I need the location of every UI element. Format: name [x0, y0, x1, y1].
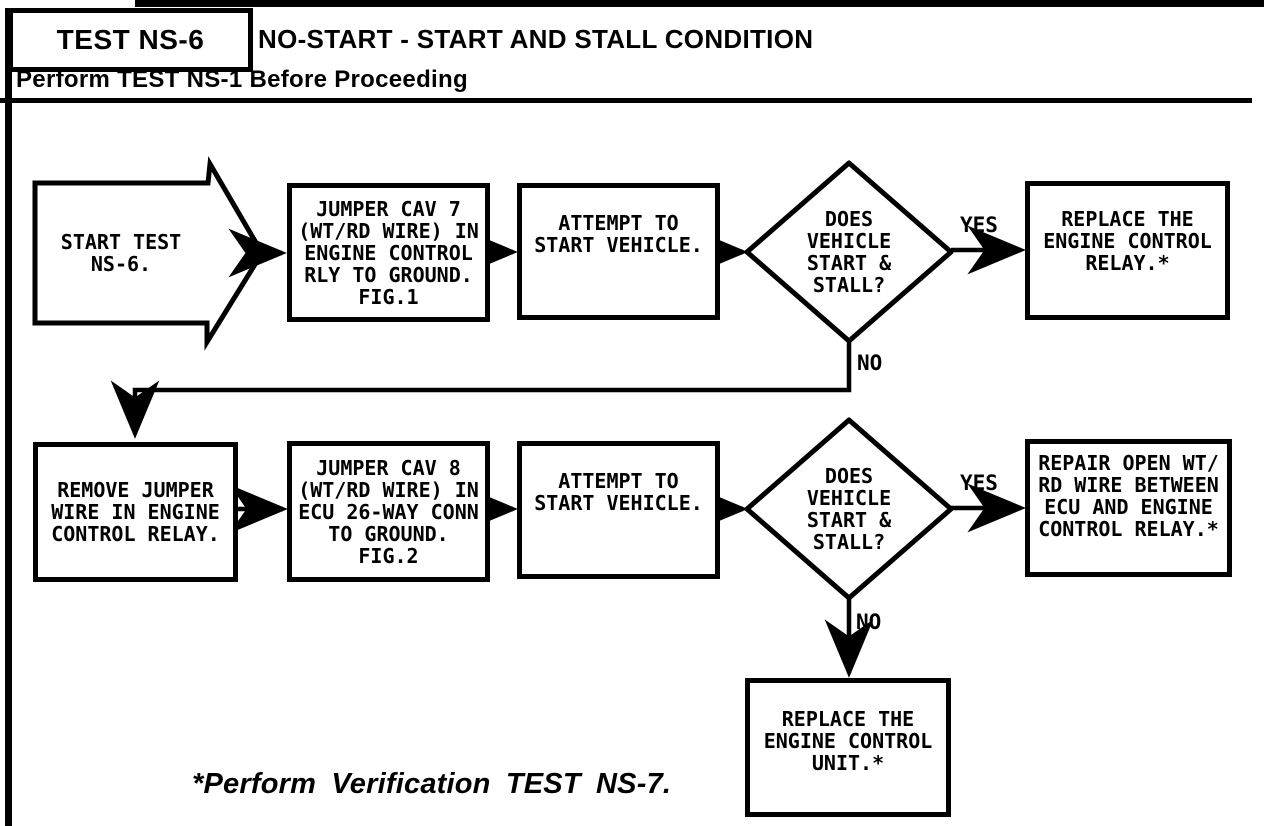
left-page-border — [5, 8, 12, 826]
node-line: START TEST — [60, 230, 182, 254]
node-line: ENGINE CONTROL — [304, 240, 473, 265]
node-line: DOES — [824, 464, 874, 488]
node-line: DOES — [824, 207, 874, 231]
node-line: STALL? — [812, 273, 886, 297]
process-attempt-start-2: ATTEMPT TO START VEHICLE. — [517, 441, 720, 579]
node-line: WIRE IN ENGINE — [51, 500, 220, 524]
node-line: REMOVE JUMPER — [57, 478, 214, 502]
node-line: START & — [806, 251, 892, 275]
node-line: RLY TO GROUND. — [304, 262, 473, 287]
decision2-diamond — [744, 417, 954, 601]
page-subtitle: Perform TEST NS-1 Before Proceeding — [16, 66, 468, 93]
process-repair-wire: REPAIR OPEN WT/ RD WIRE BETWEEN ECU AND … — [1025, 439, 1232, 577]
edge-label-no-2: NO — [856, 610, 882, 634]
node-line: START VEHICLE. — [534, 491, 703, 515]
header-divider-line — [0, 98, 1252, 103]
node-line: FIG.2 — [358, 543, 419, 568]
node-line: REPLACE THE — [1061, 206, 1194, 231]
node-line: VEHICLE — [806, 229, 892, 253]
node-line: ECU 26-WAY CONN — [298, 499, 479, 524]
node-line: ATTEMPT TO — [558, 469, 679, 493]
top-edge-strip — [135, 0, 1264, 7]
node-line: FIG.1 — [358, 284, 419, 309]
decision1-text: DOES VEHICLE START & STALL? — [747, 163, 951, 341]
node-line: NS-6. — [90, 252, 152, 276]
node-line: (WT/RD WIRE) IN — [298, 218, 479, 243]
node-line: REPAIR OPEN WT/ — [1038, 451, 1219, 475]
node-line: RELAY.* — [1085, 250, 1170, 275]
process-replace-relay: REPLACE THE ENGINE CONTROL RELAY.* — [1025, 181, 1230, 320]
node-line: JUMPER CAV 8 — [316, 455, 461, 480]
process-remove-jumper: REMOVE JUMPER WIRE IN ENGINE CONTROL REL… — [33, 442, 238, 582]
connector-decision1-no — [110, 339, 852, 439]
terminator-start-test: START TEST NS-6. — [35, 183, 207, 323]
process-attempt-start-1: ATTEMPT TO START VEHICLE. — [517, 183, 720, 320]
process-replace-ecu: REPLACE THE ENGINE CONTROL UNIT.* — [745, 678, 951, 817]
decision2-text: DOES VEHICLE START & STALL? — [747, 420, 951, 598]
node-line: JUMPER CAV 7 — [316, 196, 461, 221]
process-jumper-cav8: JUMPER CAV 8 (WT/RD WIRE) IN ECU 26-WAY … — [287, 441, 490, 582]
node-line: UNIT.* — [811, 750, 885, 775]
page-title: NO-START - START AND STALL CONDITION — [258, 24, 814, 54]
start-arrow-shape — [32, 156, 265, 351]
node-line: VEHICLE — [806, 486, 892, 510]
edge-label-yes-1: YES — [960, 213, 998, 237]
node-line: START VEHICLE. — [534, 232, 703, 257]
node-line: START & — [806, 508, 892, 532]
node-line: (WT/RD WIRE) IN — [298, 477, 479, 502]
node-line: ECU AND ENGINE — [1044, 495, 1213, 519]
edge-label-yes-2: YES — [960, 471, 998, 495]
test-id-box: TEST NS-6 — [8, 8, 253, 72]
edge-label-no-1: NO — [857, 351, 883, 375]
node-line: ENGINE CONTROL — [1043, 228, 1212, 253]
footnote-verification: *Perform Verification TEST NS-7. — [192, 768, 672, 800]
node-line: RD WIRE BETWEEN — [1038, 473, 1219, 497]
node-line: CONTROL RELAY.* — [1038, 517, 1219, 541]
node-line: ATTEMPT TO — [558, 210, 679, 235]
node-line: STALL? — [812, 530, 886, 554]
test-id-label: TEST NS-6 — [56, 24, 205, 55]
node-line: TO GROUND. — [328, 521, 449, 546]
process-jumper-cav7: JUMPER CAV 7 (WT/RD WIRE) IN ENGINE CONT… — [287, 183, 490, 322]
node-line: ENGINE CONTROL — [763, 728, 933, 753]
decision1-diamond — [744, 160, 954, 344]
node-line: REPLACE THE — [781, 706, 915, 731]
node-line: CONTROL RELAY. — [51, 522, 220, 546]
